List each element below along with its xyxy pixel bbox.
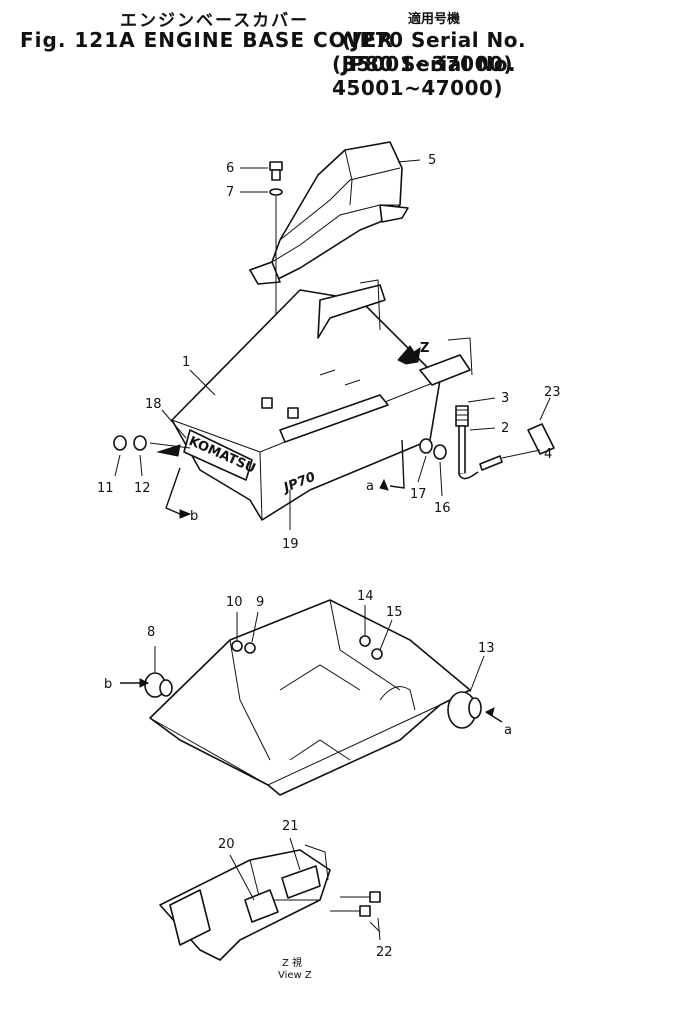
marker-a-2: a [504,723,512,738]
marker-b: b [190,509,198,524]
callout-6: 6 [226,161,234,176]
callout-22: 22 [376,945,393,960]
cotter-pin-part [479,455,503,471]
callout-20: 20 [218,837,235,852]
washer-part [269,188,283,196]
leader-lines [114,159,551,941]
callout-3: 3 [501,391,509,406]
callout-9: 9 [256,595,264,610]
callout-7: 7 [226,185,234,200]
rubber-mount-part [144,672,173,698]
view-z-caption: View Z [278,970,312,981]
serial-range-jp80: (JP80 Serial No. 45001~47000) [332,52,517,100]
cover-latch-part [156,444,181,457]
figure-header: エンジンベースカバー 適用号機 Fig. 121A ENGINE BASE CO… [0,0,682,100]
callout-23: 23 [544,385,561,400]
applicable-label: 適用号機 [408,12,461,27]
callout-16: 16 [434,501,451,516]
callout-13: 13 [478,641,495,656]
view-z-detail [159,844,331,961]
view-z-marker: Z [420,341,429,356]
japanese-title: エンジンベースカバー [120,11,310,31]
callout-15: 15 [386,605,403,620]
callout-19: 19 [282,537,299,552]
callout-numbers: 6 7 5 1 18 11 12 3 2 4 23 17 16 19 8 10 … [97,153,561,960]
callout-4: 4 [544,447,552,462]
washer-part [371,648,383,660]
figure-title: Fig. 121A ENGINE BASE COVER [20,28,394,52]
nut-part [359,635,371,647]
callout-10: 10 [226,595,243,610]
callout-12: 12 [134,481,151,496]
callout-2: 2 [501,421,509,436]
pin-part [458,425,479,480]
callout-14: 14 [357,589,374,604]
base-frame-part [149,599,471,796]
nut-part [113,435,127,451]
marker-arrows [120,439,503,723]
bolt-part [330,891,381,917]
callout-18: 18 [145,397,162,412]
nut-part [231,640,243,652]
callout-8: 8 [147,625,155,640]
view-z-arrow [397,345,421,365]
spring-part [455,405,469,427]
rubber-mount-part [447,691,482,729]
marker-b-2: b [104,677,112,692]
callout-5: 5 [428,153,436,168]
marker-a: a [366,479,374,494]
bracket-part [169,889,211,946]
callout-1: 1 [182,355,190,370]
sleeve-part [527,423,555,455]
callout-21: 21 [282,819,299,834]
engine-base-cover-part [171,279,473,521]
washer-part [133,435,147,451]
callout-11: 11 [97,481,114,496]
serial-range-jp70: (JP70 Serial No. 35001~37000) [342,28,527,76]
washer-part [419,438,433,454]
washer-part [244,642,256,654]
nut-part [433,444,447,460]
bolt-part [269,161,283,181]
callout-17: 17 [410,487,427,502]
view-z-caption-jp: Z 視 [282,956,302,969]
duct-cover-part [249,141,409,285]
bracket-part [281,865,321,899]
